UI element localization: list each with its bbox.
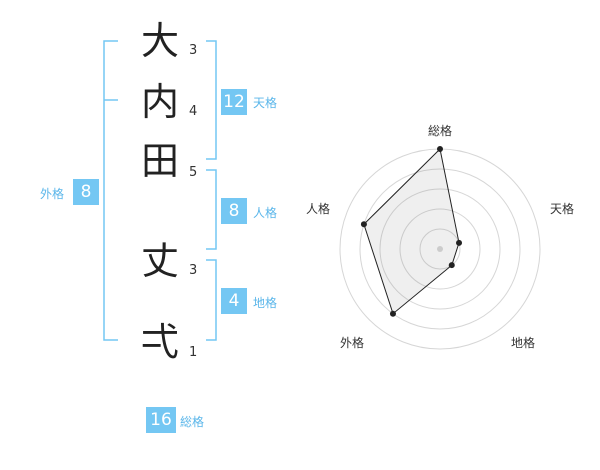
soukaku-value-box: 16 (146, 407, 176, 433)
jinkaku-label: 人格 (253, 206, 278, 220)
name-char-3: 田 (140, 139, 179, 183)
stroke-count-1: 3 (189, 43, 198, 58)
radar-point (389, 310, 396, 317)
tenkaku-value-box: 12 (221, 89, 247, 115)
chikaku-value-box: 4 (221, 288, 247, 314)
soukaku-label: 総格 (180, 415, 205, 429)
stroke-count-3: 5 (189, 165, 198, 180)
gaikaku-value-box: 8 (73, 179, 99, 205)
tenkaku-bracket (206, 40, 217, 160)
radar-axis-label-soukaku: 総格 (428, 124, 453, 138)
stroke-count-5: 1 (189, 345, 198, 360)
gaikaku-label: 外格 (40, 187, 65, 201)
radar-point (437, 146, 443, 152)
radar-axis-label-gaikaku: 外格 (340, 336, 365, 350)
chikaku-bracket (206, 259, 217, 341)
radar-ring (379, 188, 501, 310)
radar-ring (419, 228, 461, 270)
radar-axis-label-jinkaku: 人格 (306, 202, 331, 216)
radar-point (448, 262, 455, 269)
radar-axis-label-chikaku: 地格 (511, 336, 536, 350)
jinkaku-value-box: 8 (221, 198, 247, 224)
radar-ring (359, 168, 521, 330)
radar-point (456, 239, 463, 246)
name-char-4: 丈 (140, 239, 179, 283)
name-char-2: 内 (140, 80, 179, 124)
radar-center-dot (437, 246, 443, 252)
gaikaku-bracket (103, 40, 118, 341)
radar-point (360, 221, 367, 228)
radar-axis-label-tenkaku: 天格 (550, 202, 575, 216)
chikaku-label: 地格 (253, 296, 278, 310)
stroke-count-4: 3 (189, 263, 198, 278)
radar-ring (399, 208, 481, 290)
name-char-1: 大 (140, 19, 179, 63)
tenkaku-label: 天格 (253, 96, 278, 110)
stroke-count-2: 4 (189, 104, 198, 119)
radar-polygon (363, 147, 460, 315)
jinkaku-bracket (206, 169, 217, 250)
name-char-5: 弌 (140, 320, 179, 364)
